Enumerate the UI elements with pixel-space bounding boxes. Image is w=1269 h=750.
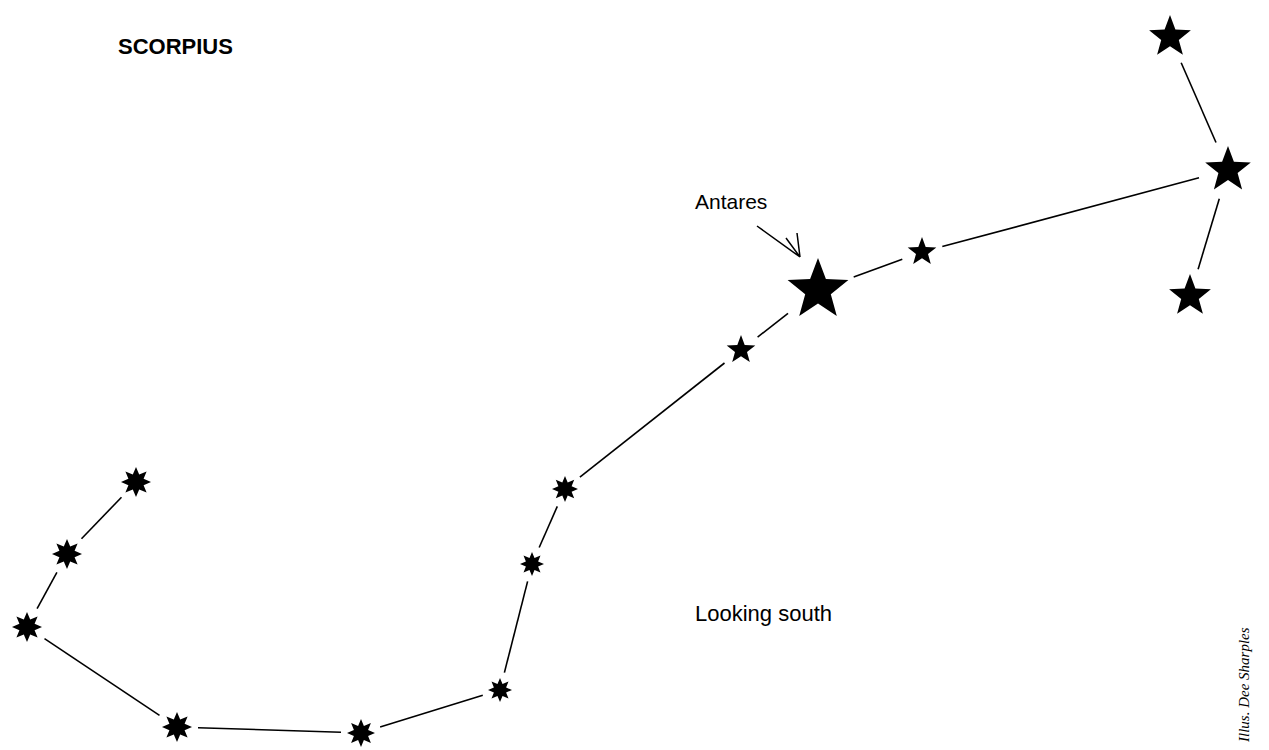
constellation-line [37,572,57,608]
star-symbol [908,237,937,264]
star-symbol [1149,15,1191,55]
constellation-line [45,639,160,716]
constellation-line [854,259,903,277]
star-symbol [488,678,512,702]
leader-arrow [757,226,800,257]
constellation-line [82,497,122,539]
constellation-line [580,363,725,477]
constellation-line [380,695,483,727]
star-symbol [121,467,151,497]
star-symbol [788,258,849,316]
star-name: Antares [695,190,767,214]
star-symbols [12,15,1251,747]
constellation-line [1181,63,1216,143]
star-symbol [520,552,544,576]
star-symbol [552,476,578,502]
star-symbol [1205,146,1251,189]
star-symbol [727,335,756,362]
constellation-title: SCORPIUS [118,34,233,60]
constellation-line [539,506,557,547]
constellation-lines [37,63,1219,733]
constellation-line [942,178,1199,247]
viewing-note: Looking south [695,601,832,627]
star-symbol [162,712,192,742]
star-symbol [52,539,82,569]
constellation-line [198,728,341,733]
star-symbol [12,612,42,642]
star-symbol [347,719,375,747]
star-symbol [1169,274,1211,314]
constellation-line [758,313,788,337]
illustration-credit: Illus. Dee Sharples [1236,627,1253,742]
constellation-line [1198,199,1219,270]
constellation-line [504,581,527,672]
